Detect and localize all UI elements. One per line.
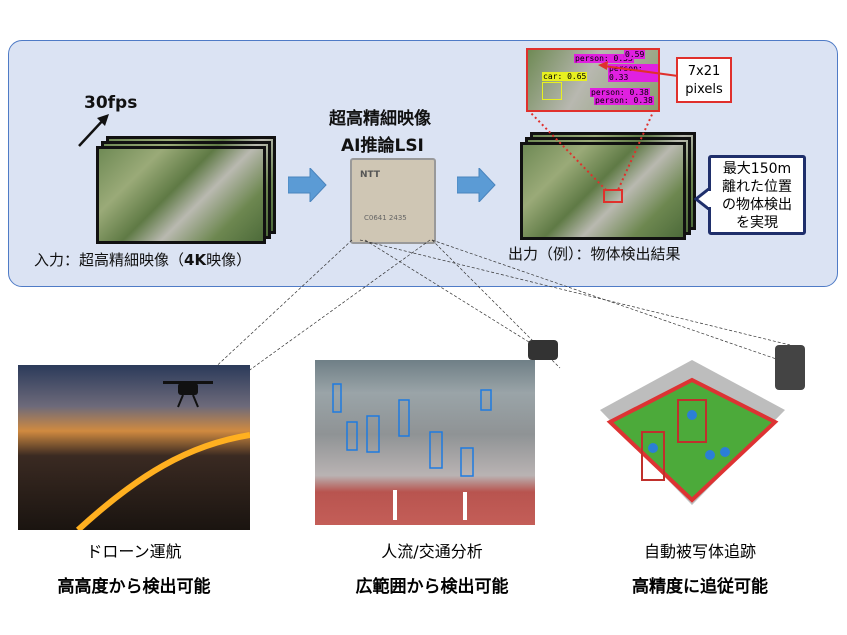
fps-label: 30fps xyxy=(84,93,138,113)
street-crossing-image xyxy=(315,340,558,525)
input-label-4k: 4K xyxy=(184,251,207,269)
broadcast-camera-icon xyxy=(775,345,805,390)
lsi-title-line2: AI推論LSI xyxy=(341,136,424,156)
use-case-title: 自動被写体追跡 xyxy=(643,542,756,561)
camera-icon xyxy=(528,340,558,360)
callout-line: 離れた位置 xyxy=(722,179,792,195)
detection-label: person: 0.53 xyxy=(574,54,634,63)
detection-label: person: 0.38 xyxy=(594,96,654,105)
input-label-text: 入力：超高精細映像（ xyxy=(34,251,185,269)
input-label: 入力：超高精細映像（4K映像） xyxy=(34,249,251,270)
drone-city-night-image xyxy=(18,365,251,533)
use-case-title: ドローン運航 xyxy=(86,542,182,561)
detection-label: 0.59 xyxy=(624,50,646,59)
output-label: 出力（例）：物体検出結果 xyxy=(508,245,681,263)
chip-code: C0641 2435 xyxy=(364,214,407,222)
callout-line: の物体検出 xyxy=(722,197,792,213)
input-frame-aerial-image xyxy=(96,146,266,244)
pixel-size-line1: 7x21 xyxy=(687,64,721,79)
stadium-illustration xyxy=(600,360,785,505)
callout-pointer xyxy=(694,188,711,210)
fps-arrow-icon xyxy=(78,114,109,147)
range-callout: 最大150m 離れた位置 の物体検出 を実現 xyxy=(708,155,806,235)
zoomed-detection-inset: person: 0.53 0.59 person: 0.33 car: 0.65… xyxy=(526,48,660,112)
zoom-dotted-lines xyxy=(527,109,655,191)
pixel-size-line2: pixels xyxy=(685,82,723,97)
drone-icon xyxy=(75,381,251,533)
use-case-subtitle: 高精度に追従可能 xyxy=(632,577,768,597)
lsi-title-line1: 超高精細映像 xyxy=(329,109,431,129)
output-frame-detection-image xyxy=(520,142,686,240)
lsi-chip: NTT C0641 2435 xyxy=(350,158,436,244)
target-highlight-box xyxy=(603,189,623,203)
detection-label: person: 0.38 xyxy=(590,88,650,97)
pedestrian-detection-boxes xyxy=(332,383,492,520)
use-case-subtitle: 広範囲から検出可能 xyxy=(355,577,509,597)
stadium-tracking-image xyxy=(600,340,805,505)
use-case-subtitle: 高高度から検出可能 xyxy=(57,577,211,597)
right-arrow-icon xyxy=(457,168,496,202)
pointer-arrow-icon xyxy=(598,61,679,77)
chip-brand: NTT xyxy=(360,170,381,180)
pixel-size-label: 7x21 pixels xyxy=(676,57,732,103)
detection-label: car: 0.65 xyxy=(542,72,588,81)
callout-line: を実現 xyxy=(736,215,778,231)
car-box xyxy=(542,82,562,100)
input-label-end: 映像） xyxy=(206,251,252,269)
use-case-title: 人流/交通分析 xyxy=(381,542,483,561)
right-arrow-icon xyxy=(288,168,327,202)
callout-line: 最大150m xyxy=(722,161,792,177)
